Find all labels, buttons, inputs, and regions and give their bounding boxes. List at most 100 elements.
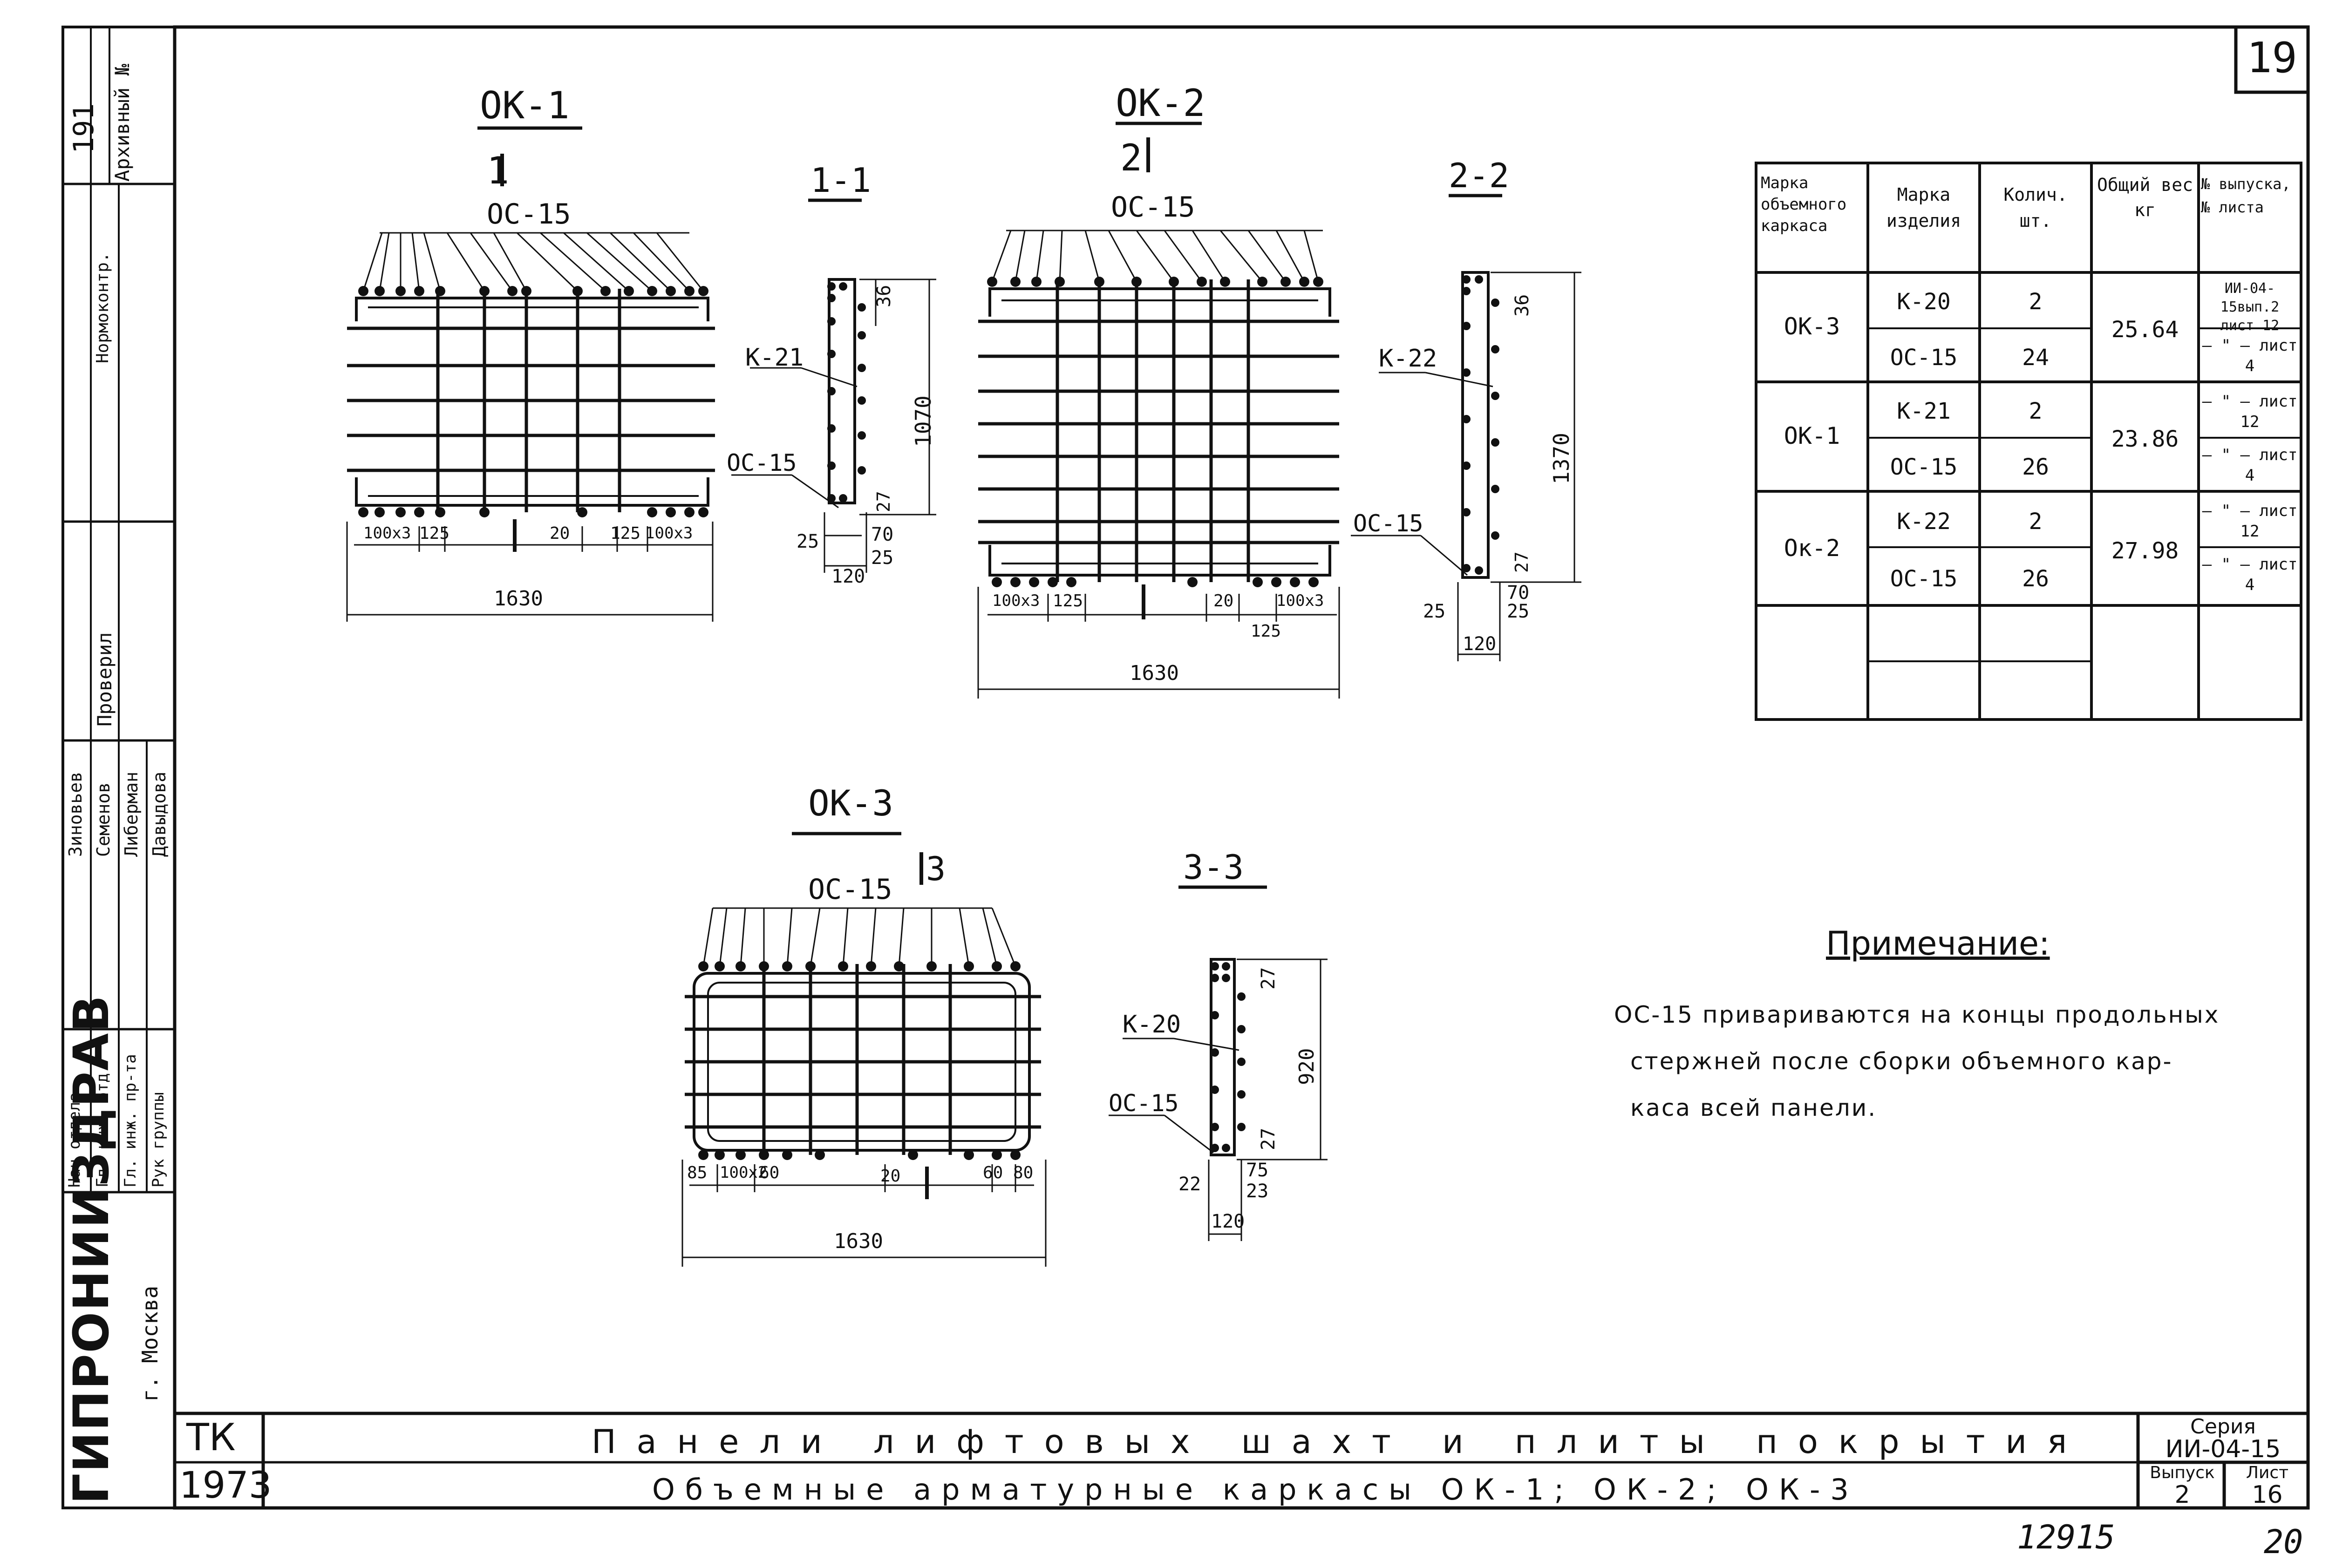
ok1-k-label: К-21 [745, 344, 804, 372]
ok3-dim-27a: 27 [1258, 967, 1279, 990]
role-3: Гл. инж. пр-та [121, 1054, 140, 1188]
series-value: ИИ-04-15 [2165, 1435, 2281, 1463]
spec-g3-weight: 27.98 [2111, 538, 2179, 564]
spec-g2-weight: 23.86 [2111, 426, 2179, 452]
spec-g1-r1-item: К-20 [1897, 289, 1951, 315]
spec-header-item: Марка изделия [1886, 184, 1961, 231]
ok1-dim-120: 120 [831, 566, 865, 587]
ok3-oc-label: ОС-15 [1109, 1090, 1179, 1117]
ok2-dim-100x3b: 100x3 [1276, 591, 1324, 610]
spec-g2-r2-qty: 26 [2022, 454, 2049, 480]
norm-label: Нормоконтр. [93, 252, 112, 363]
name-3: Либерман [121, 771, 142, 857]
issue-value: 2 [2174, 1481, 2190, 1509]
spec-g2-r2-item: ОС-15 [1890, 454, 1958, 480]
ok3-dim-100x2: 100x2 [720, 1163, 768, 1182]
sheet-number-box: 19 [2247, 34, 2297, 82]
ok1-item-label: ОС-15 [487, 198, 571, 231]
note-line-1: ОС-15 привариваются на концы продольных [1614, 1001, 2220, 1028]
ok1-dim-25: 25 [797, 531, 819, 552]
ok2-dim-125b: 125 [1251, 622, 1281, 641]
ok1-oc-label: ОС-15 [727, 449, 797, 476]
note-title: Примечание: [1826, 924, 2050, 963]
spec-g3-r2-item: ОС-15 [1890, 566, 1958, 592]
ok3-k-label: К-20 [1123, 1011, 1181, 1039]
ok3-dim-75: 75 [1246, 1160, 1269, 1181]
ok2-dim-total: 1630 [1130, 661, 1179, 685]
ok3-dim-85: 85 [687, 1163, 708, 1182]
role-2: Гл. инж. отд. [93, 1063, 112, 1188]
spec-g2-r2-ref: — " — лист 4 [2202, 446, 2298, 485]
sheet-label: Лист [2246, 1463, 2289, 1482]
drawing-ok3 [681, 832, 1328, 1267]
ok3-dim-20: 20 [880, 1167, 901, 1186]
spec-g2-r1-qty: 2 [2029, 398, 2043, 424]
spec-g1-r2-qty: 24 [2022, 345, 2049, 371]
spec-g1-r1-ref: ИИ-04-15вып.2 лист 12 [2220, 280, 2280, 334]
ok2-dim-27: 27 [1512, 551, 1532, 573]
ok2-section-mark: 2 [1120, 137, 1142, 179]
sheet-value: 16 [2252, 1481, 2283, 1509]
ok1-dim-100x3b: 100x3 [645, 524, 693, 543]
ok1-dim-125b: 125 [610, 524, 641, 543]
ok2-dim-20: 20 [1213, 591, 1234, 611]
ok3-section-mark: 3 [926, 850, 946, 888]
name-4: Давыдова [149, 771, 170, 857]
ok2-dim-70: 70 [1507, 582, 1530, 604]
ok3-title: ОК-3 [808, 782, 894, 824]
ok2-dim-125a: 125 [1053, 591, 1083, 611]
spec-g2-frame: ОК-1 [1784, 422, 1840, 449]
checked-label: Проверил [93, 632, 116, 726]
ok1-dim-1070: 1070 [911, 395, 936, 447]
stamp-number: 12915 [2017, 1518, 2115, 1556]
ok3-item-label: ОС-15 [808, 873, 892, 906]
ok2-oc-label: ОС-15 [1353, 510, 1423, 537]
spec-g1-frame: ОК-3 [1784, 313, 1840, 340]
role-1: Нач отдела [65, 1092, 84, 1188]
sub-title: Объемные арматурные каркасы ОК-1; ОК-2; … [652, 1473, 1859, 1507]
ok3-dim-23: 23 [1246, 1181, 1269, 1202]
spec-g3-r1-ref: — " — лист 12 [2202, 502, 2298, 541]
ok1-dim-20: 20 [550, 524, 570, 543]
ok1-dim-27: 27 [873, 491, 894, 512]
spec-header-weight: Общий вес кг [2097, 175, 2193, 220]
ok1-dim-125a: 125 [419, 524, 450, 543]
drawing-ok2 [977, 122, 1581, 699]
year-label: 1973 [179, 1465, 272, 1507]
series-label: Серия [2190, 1415, 2256, 1439]
spec-g3-r2-qty: 26 [2022, 566, 2049, 592]
ok3-dim-80: 80 [1013, 1163, 1034, 1182]
ok3-dim-920: 920 [1295, 1048, 1319, 1085]
spec-g3-r1-item: К-22 [1897, 509, 1951, 535]
role-4: Рук группы [149, 1092, 168, 1188]
drawing-ok1 [346, 126, 936, 622]
ok2-dim-36: 36 [1512, 294, 1533, 317]
archive-value: 191 [68, 103, 100, 154]
spec-g3-frame: Ок-2 [1784, 535, 1840, 562]
ok1-dim-36: 36 [873, 285, 895, 307]
spec-g1-r2-item: ОС-15 [1890, 345, 1958, 371]
note-line-3: каса всей панели. [1630, 1094, 1877, 1121]
spec-g1-r1-qty: 2 [2029, 289, 2043, 315]
ok3-section-title: 3-3 [1183, 848, 1244, 887]
ok2-dim-1370: 1370 [1549, 433, 1574, 484]
ok1-section-title: 1-1 [810, 161, 872, 200]
spec-g1-weight: 25.64 [2111, 317, 2179, 343]
ok3-dim-60b: 60 [983, 1163, 1003, 1182]
spec-header-frame: Марка объемного каркаса [1761, 174, 1847, 235]
note-line-2: стержней после сборки объемного кар- [1630, 1048, 2173, 1075]
ok1-title: ОК-1 [480, 84, 570, 127]
ok1-section-mark: 1 [487, 149, 510, 192]
ok2-dim-120: 120 [1463, 633, 1497, 655]
spec-g3-r2-ref: — " — лист 4 [2202, 555, 2298, 594]
archive-label: Архивный № [111, 64, 134, 182]
ok2-dim-25b: 25 [1507, 601, 1530, 622]
ok2-dim-100x3a: 100x3 [992, 591, 1040, 610]
page-number: 20 [2264, 1523, 2303, 1561]
name-1: Зиновьев [65, 771, 86, 857]
ok1-dim-total: 1630 [494, 587, 543, 611]
spec-header-ref: № выпуска, № листа [2201, 175, 2291, 216]
ok3-dim-22: 22 [1178, 1174, 1201, 1195]
spec-g1-r2-ref: — " — лист 4 [2202, 336, 2298, 375]
